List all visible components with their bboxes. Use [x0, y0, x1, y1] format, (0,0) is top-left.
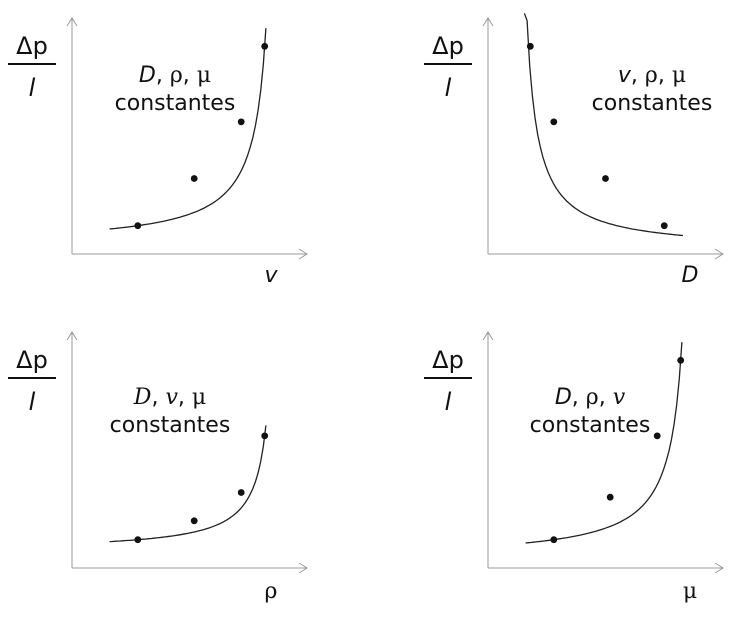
separator: , [658, 63, 672, 88]
y-axis-arrow [66, 17, 78, 27]
constant-variable: D [139, 63, 156, 88]
y-label-denominator: l [29, 74, 36, 102]
trend-curve [523, 13, 684, 237]
x-axis-label: v [264, 263, 278, 288]
constant-variable: D [555, 385, 572, 410]
constant-variable: v [618, 63, 632, 88]
y-label-numerator: Δp [432, 346, 464, 374]
trend-curve [525, 342, 683, 544]
constant-variable: D [133, 385, 152, 410]
x-axis-label: μ [683, 579, 697, 604]
separator: , [631, 63, 645, 88]
y-axis-label: Δp l [8, 346, 56, 416]
separator: , [183, 63, 197, 88]
data-point [550, 118, 558, 126]
data-point [237, 118, 245, 126]
y-label-numerator: Δp [432, 32, 464, 60]
constant-variables-label: D, ρ, v [555, 385, 626, 410]
y-axis-arrow [482, 331, 494, 341]
data-point [261, 432, 269, 440]
data-point [237, 489, 245, 496]
y-axis-label: Δp l [424, 32, 472, 102]
data-point [526, 42, 534, 50]
x-axis-arrow [298, 562, 308, 574]
y-label-denominator: l [445, 74, 452, 102]
data-point [261, 42, 269, 50]
trend-curve [109, 425, 267, 543]
constant-variable: μ [197, 63, 211, 88]
chart-panel-1: Δp l D, ρ, μ constantes v [8, 17, 308, 288]
separator: , [599, 385, 613, 410]
separator: , [178, 385, 192, 410]
data-point [134, 222, 142, 230]
data-point [653, 432, 661, 440]
data-point [190, 517, 198, 525]
y-label-numerator: Δp [16, 32, 48, 60]
data-point [602, 175, 609, 182]
data-point [134, 536, 142, 544]
x-axis-label: ρ [265, 579, 278, 604]
separator: , [572, 385, 586, 410]
constantes-label: constantes [110, 413, 231, 438]
data-point [550, 536, 558, 544]
constantes-label: constantes [592, 91, 713, 116]
data-point [677, 356, 685, 364]
constantes-label: constantes [115, 91, 236, 116]
constant-variable: v [165, 385, 178, 410]
y-axis-label: Δp l [424, 346, 472, 416]
x-axis-arrow [714, 562, 724, 574]
constant-variable: μ [192, 385, 206, 410]
data-point [606, 493, 614, 501]
constantes-label: constantes [530, 413, 651, 438]
y-label-denominator: l [445, 388, 452, 416]
separator: , [156, 63, 170, 88]
constant-variables-label: D, ρ, μ [139, 63, 211, 88]
constant-variable: ρ [645, 63, 658, 88]
x-axis-label: D [682, 263, 699, 288]
chart-panel-3: Δp l D, v, μ constantes ρ [8, 331, 308, 604]
separator: , [151, 385, 165, 410]
constant-variable: ρ [586, 385, 599, 410]
y-label-numerator: Δp [16, 346, 48, 374]
y-axis-arrow [66, 331, 78, 341]
trend-curve [109, 28, 267, 230]
y-axis-arrow [482, 17, 494, 27]
data-point [190, 175, 198, 182]
x-axis-arrow [298, 248, 308, 260]
y-label-denominator: l [29, 388, 36, 416]
constant-variables-label: D, v, μ [133, 385, 206, 410]
constant-variable: μ [672, 63, 686, 88]
constant-variable: ρ [170, 63, 183, 88]
constant-variable: v [613, 385, 626, 410]
y-axis-label: Δp l [8, 32, 56, 102]
x-axis-arrow [714, 248, 724, 260]
constant-variables-label: v, ρ, μ [618, 63, 686, 88]
data-point [660, 222, 668, 230]
chart-panel-4: Δp l D, ρ, v constantes μ [424, 331, 724, 604]
